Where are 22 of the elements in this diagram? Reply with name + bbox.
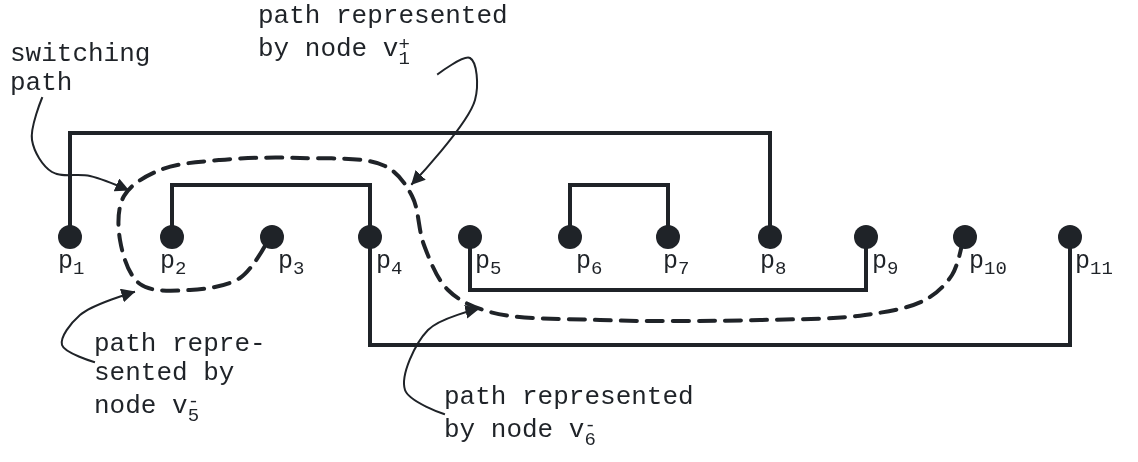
leader-arrow [60, 288, 136, 363]
pin-label: p$_{9}$ [872, 249, 899, 282]
pin-label: p$_{3}$ [278, 249, 305, 282]
wire [468, 247, 868, 292]
wire [368, 247, 1072, 347]
switching-path-line [116, 155, 964, 324]
annotation-text: switching path [10, 40, 175, 98]
pin-label: p$_{5}$ [475, 249, 502, 282]
pin-label: p$_{2}$ [160, 249, 187, 282]
leader-arrow [403, 305, 480, 415]
pin-label: p$_{11}$ [1075, 249, 1113, 282]
wire [568, 183, 670, 227]
wire [68, 131, 772, 227]
pin-label: p$_{10}$ [969, 249, 1007, 282]
pin-label: p$_{4}$ [376, 249, 403, 282]
leader-arrow [30, 97, 130, 192]
leader-arrow [411, 56, 479, 185]
pin-label: p$_{1}$ [58, 249, 85, 282]
pin-label: p$_{7}$ [663, 249, 690, 282]
pin-label: p$_{8}$ [760, 249, 787, 282]
pin-label: p$_{6}$ [576, 249, 603, 282]
wire [170, 183, 372, 227]
